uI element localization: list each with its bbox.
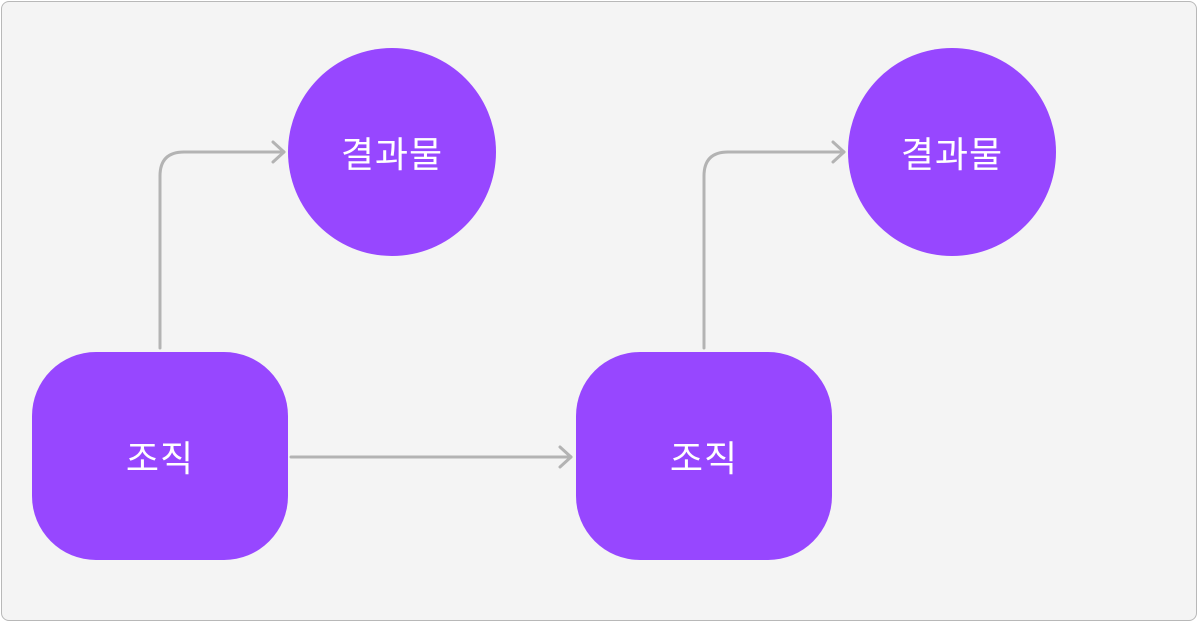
organization-node-2-label: 조직 [669,439,739,480]
edge-org-1-to-result-1 [158,150,286,350]
result-node-2-label: 결과물 [900,135,1004,176]
organization-node-1: 조직 [32,352,288,560]
edge-org-2-to-result-2 [702,150,846,350]
arrowhead-org-2 [558,445,573,469]
result-node-1: 결과물 [288,48,496,256]
arrowhead-result-2 [831,140,846,164]
result-node-1-label: 결과물 [340,135,444,176]
arrowhead-result-1 [271,140,286,164]
result-node-2: 결과물 [848,48,1056,256]
organization-node-1-label: 조직 [125,439,195,480]
organization-node-2: 조직 [576,352,832,560]
